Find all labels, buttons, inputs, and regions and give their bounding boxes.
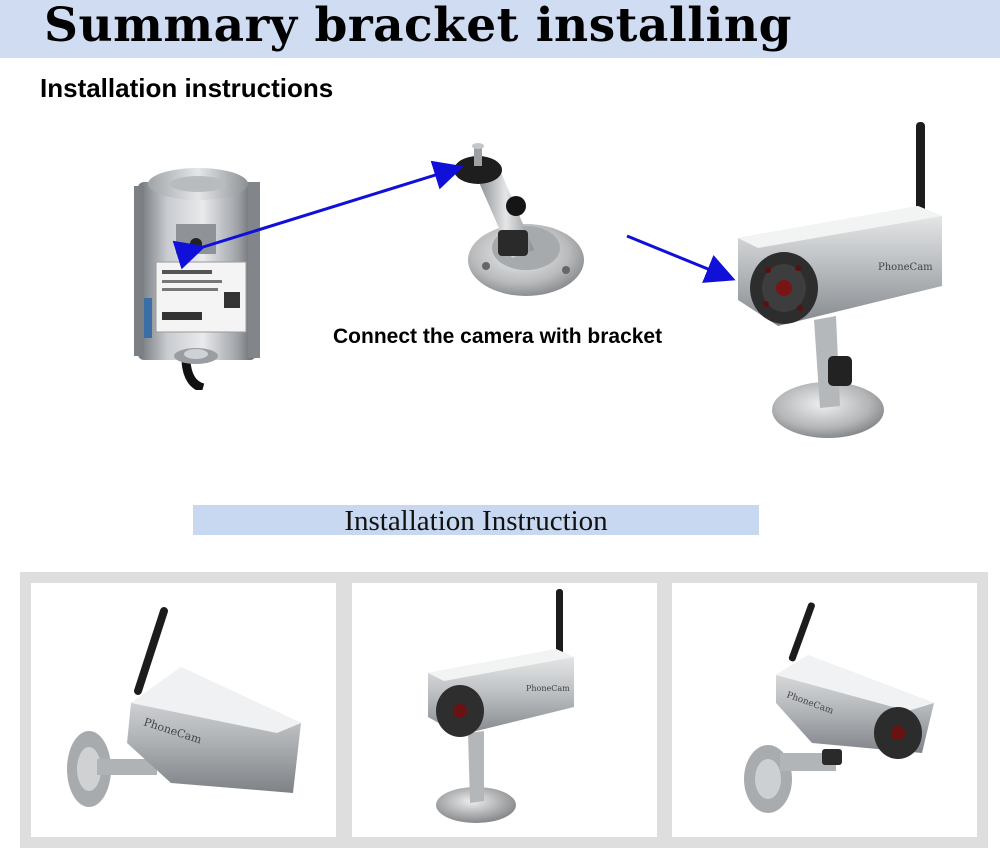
- section-heading: Installation Instruction: [344, 505, 608, 537]
- section-heading-band: Installation Instruction: [193, 505, 759, 537]
- camera-wall-mount-image: PhoneCam: [744, 602, 934, 813]
- title-band: Summary bracket installing: [0, 0, 1000, 58]
- gallery-panel-side-view: PhoneCam: [31, 583, 336, 837]
- camera-side-view-image: PhoneCam: [67, 607, 301, 807]
- camera-brand-label: PhoneCam: [878, 262, 933, 273]
- bracket-image: [454, 143, 584, 296]
- diagram-caption: Connect the camera with bracket: [333, 325, 663, 348]
- assembled-camera-image: PhoneCam: [738, 122, 942, 438]
- gallery-panel-wall-mount-view: PhoneCam: [672, 583, 977, 837]
- section-subtitle: Installation instructions: [40, 73, 334, 103]
- installation-gallery: PhoneCam PhoneCam: [20, 572, 988, 848]
- page-title: Summary bracket installing: [44, 0, 792, 53]
- camera-brand-label: PhoneCam: [526, 684, 570, 693]
- camera-front-view-image: PhoneCam: [428, 589, 574, 823]
- gallery-panel-front-view: PhoneCam: [352, 583, 657, 837]
- connection-arrows: [172, 160, 736, 283]
